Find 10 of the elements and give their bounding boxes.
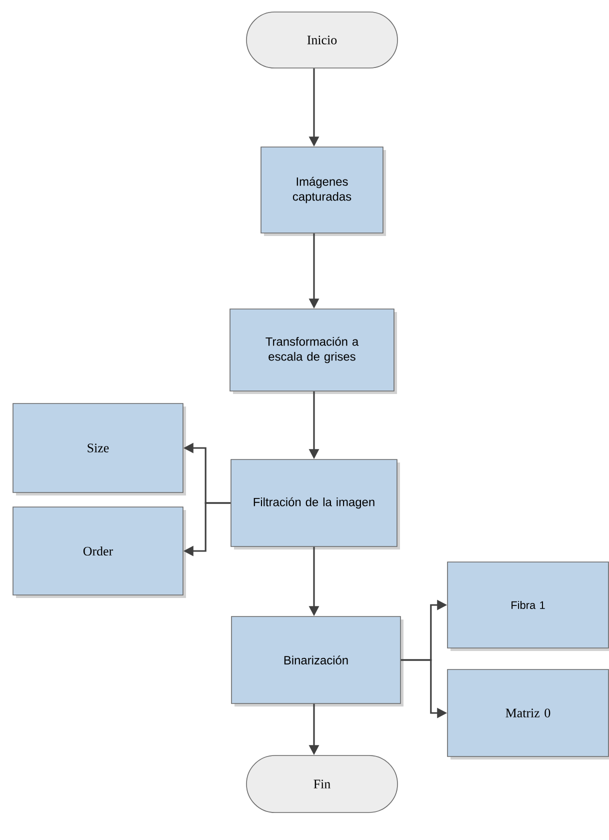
process-box: Imágenes capturadas [260, 146, 386, 236]
terminal-pill: Fin [246, 755, 398, 813]
process-box: Size [12, 403, 186, 496]
process-box: Fibra 1 [447, 562, 609, 651]
process-box: Matriz 0 [447, 669, 609, 760]
process-box: Order [12, 506, 186, 598]
terminal-pill: Inicio [246, 12, 398, 68]
process-box: Filtración de la imagen [230, 459, 400, 550]
process-box: Binarización [231, 616, 404, 706]
process-box: Transformación a escala de grises [230, 308, 397, 394]
